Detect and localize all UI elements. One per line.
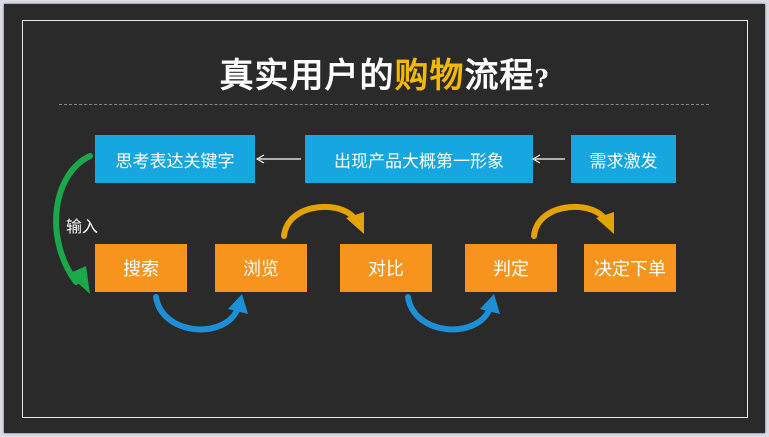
box-judge: 判定 [465, 244, 557, 292]
slide-frame [22, 20, 748, 418]
input-label: 输入 [66, 217, 99, 236]
slide-title: 真实用户的购物流程? [4, 48, 765, 97]
arrow-judge-to-order [531, 203, 609, 239]
arrow-search-to-browse-head [228, 294, 248, 314]
arrow-browse-to-compare-head [346, 212, 364, 234]
box-order: 决定下单 [584, 244, 676, 292]
box-browse: 浏览 [215, 244, 307, 292]
box-compare: 对比 [340, 244, 432, 292]
arrow-keywords-to-search [53, 153, 93, 285]
arrow-judge-to-order-head [596, 212, 614, 234]
title-text-2: 流程 [464, 56, 535, 96]
box-impression: 出现产品大概第一形象 [305, 135, 533, 183]
arrow-compare-to-judge [405, 294, 493, 333]
title-text-1: 真实用户的 [219, 56, 395, 96]
arrow-search-to-browse [153, 294, 241, 333]
title-question-mark: ? [534, 64, 550, 93]
arrow-need-to-impression-head [531, 154, 541, 164]
slide: 真实用户的购物流程? 需求激发 出现产品大概第一形象 思考表达关键字 输入 搜索… [4, 4, 765, 433]
box-search: 搜索 [95, 244, 187, 292]
arrow-compare-to-judge-head [480, 294, 500, 314]
box-need: 需求激发 [571, 135, 676, 183]
arrow-browse-to-compare [281, 203, 359, 239]
arrow-keywords-to-search-head [68, 266, 90, 294]
arrow-impression-to-keywords-head [255, 154, 265, 164]
flow-arrows [53, 153, 614, 333]
title-highlight: 购物 [394, 56, 465, 96]
title-divider [59, 104, 709, 105]
box-keywords: 思考表达关键字 [95, 135, 255, 183]
